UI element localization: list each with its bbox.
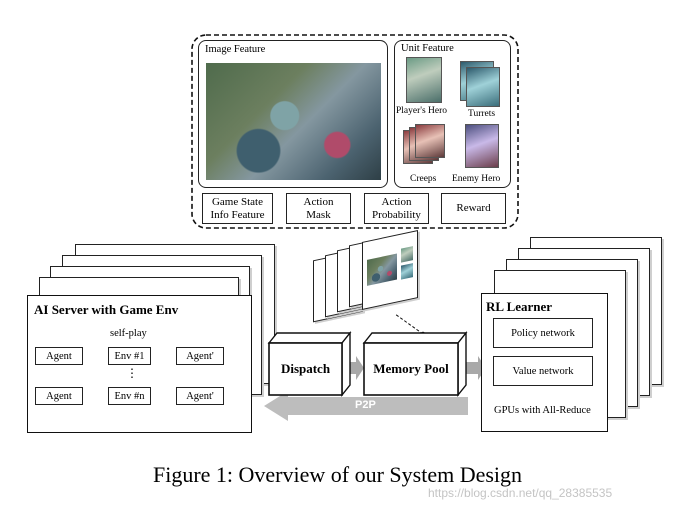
game-state-feature-box: Game State Info Feature xyxy=(202,193,273,224)
enemy-hero-image xyxy=(465,124,499,168)
turrets-image xyxy=(466,67,500,107)
players-hero-image xyxy=(406,57,442,103)
action-mask-box: Action Mask xyxy=(286,193,351,224)
enemy-hero-label: Enemy Hero xyxy=(452,174,501,184)
env-n-box: Env #n xyxy=(108,387,151,405)
agent-prime-box-2: Agent' xyxy=(176,387,224,405)
watermark-text: https://blog.csdn.net/qq_28385535 xyxy=(428,486,613,500)
ai-server-title: AI Server with Game Env xyxy=(34,302,179,317)
memory-pool-label: Memory Pool xyxy=(373,361,449,376)
p2p-arrow xyxy=(264,391,468,421)
action-probability-box: Action Probability xyxy=(364,193,429,224)
unit-feature-title: Unit Feature xyxy=(401,43,454,54)
gpus-label: GPUs with All-Reduce xyxy=(494,405,591,416)
players-hero-label: Player's Hero xyxy=(396,106,448,116)
self-play-label: self-play xyxy=(110,328,147,339)
env-ellipsis: ⋮ xyxy=(126,366,138,380)
value-network-box: Value network xyxy=(493,356,593,386)
agent-box-2: Agent xyxy=(35,387,83,405)
top-panel-dashed-border xyxy=(191,34,519,229)
policy-network-box: Policy network xyxy=(493,318,593,348)
sample-link-line xyxy=(394,313,424,335)
rl-learner-title: RL Learner xyxy=(486,299,553,314)
image-feature-box: Image Feature xyxy=(198,40,388,188)
rl-learner-box: RL Learner Policy network Value network … xyxy=(481,293,608,432)
creeps-image xyxy=(415,124,445,158)
creeps-label: Creeps xyxy=(410,174,437,184)
dispatch-label: Dispatch xyxy=(280,361,331,376)
agent-box-1: Agent xyxy=(35,347,83,365)
agent-prime-box-1: Agent' xyxy=(176,347,224,365)
image-feature-title: Image Feature xyxy=(205,44,266,55)
reward-box: Reward xyxy=(441,193,506,224)
figure-caption: Figure 1: Overview of our System Design xyxy=(152,462,523,487)
turrets-label: Turrets xyxy=(468,109,496,119)
p2p-label: P2P xyxy=(355,399,376,411)
env-1-box: Env #1 xyxy=(108,347,151,365)
game-screenshot-image xyxy=(206,63,381,180)
